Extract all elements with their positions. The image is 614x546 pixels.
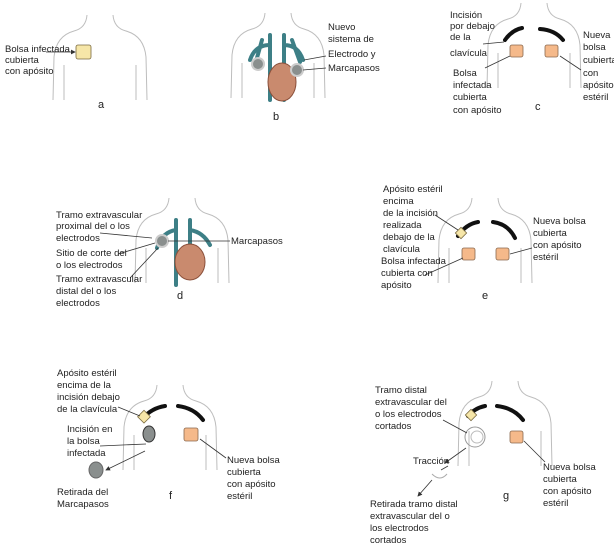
label-pacemaker: Marcapasos xyxy=(231,236,283,247)
infected-pocket-dressing xyxy=(75,44,92,60)
new-pocket-dressing xyxy=(509,430,524,444)
panel-letter: a xyxy=(98,99,105,111)
panel-letter: c xyxy=(535,101,541,113)
infected-pocket-dressing xyxy=(461,247,476,261)
removed-pacemaker xyxy=(88,461,104,479)
pointer-line xyxy=(523,440,546,463)
heart xyxy=(267,62,297,102)
pacemaker xyxy=(155,234,169,248)
pointer-line xyxy=(117,406,141,417)
removed-lead-segment xyxy=(431,473,448,479)
pointer-line xyxy=(417,479,433,497)
pointer-line xyxy=(129,247,159,279)
pointer-line xyxy=(482,41,505,45)
clavicle-incisions xyxy=(141,404,205,422)
new-pocket-dressing xyxy=(183,427,199,442)
torso-outline xyxy=(457,380,553,467)
pointer-line xyxy=(199,438,227,459)
pointer-line xyxy=(442,419,468,434)
pointer-line xyxy=(559,55,582,71)
pointer-line xyxy=(484,55,511,69)
distal-lead-loop-inner xyxy=(470,430,484,444)
pointer-line xyxy=(99,443,147,447)
new-pacemaker xyxy=(290,63,304,77)
old-pacemaker xyxy=(251,57,265,71)
distal-lead-loop xyxy=(464,426,486,448)
clavicle-incisions xyxy=(466,404,525,422)
pointer-line xyxy=(302,67,327,71)
incision-dressing xyxy=(137,409,151,424)
panel-letter: g xyxy=(503,490,509,502)
pointer-line xyxy=(105,450,146,471)
panel-letter: e xyxy=(482,290,488,302)
pointer-line xyxy=(509,247,533,255)
pacemaker-in-pocket xyxy=(142,425,156,443)
pointer-line xyxy=(440,465,449,471)
traction-arrow xyxy=(444,447,467,464)
panel-letter: f xyxy=(169,490,173,502)
clavicle-incisions xyxy=(503,26,565,42)
incision-dressing xyxy=(454,226,468,240)
pointer-line xyxy=(99,232,153,239)
pointer-line xyxy=(424,257,464,276)
clavicle-incisions xyxy=(456,220,517,240)
infected-pocket-dressing xyxy=(509,44,524,58)
panel-letter: d xyxy=(177,290,183,302)
pointer-line xyxy=(303,55,327,61)
incision-dressing xyxy=(464,408,478,422)
panel-letter: b xyxy=(273,111,279,123)
torso-outline xyxy=(437,197,533,284)
torso-outline xyxy=(52,14,148,101)
pointer-line xyxy=(434,214,459,231)
label-traction: Tracción xyxy=(413,456,449,467)
torso-outline xyxy=(122,384,218,471)
vessels xyxy=(155,218,212,287)
heart xyxy=(174,243,206,281)
pointer-line xyxy=(117,242,156,255)
new-pocket-dressing xyxy=(544,44,559,58)
new-pocket-dressing xyxy=(495,247,510,261)
torso-outline xyxy=(486,2,582,89)
